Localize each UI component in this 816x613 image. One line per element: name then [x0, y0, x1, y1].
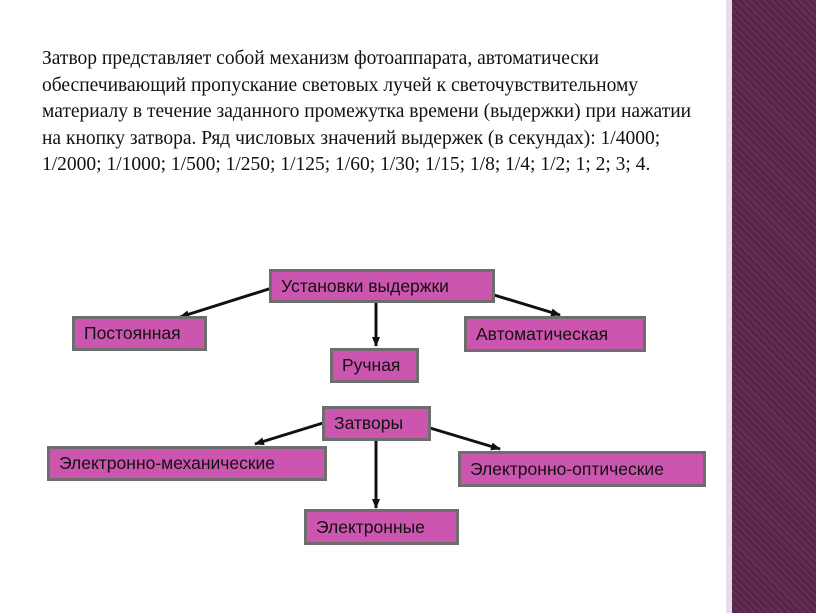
- arrow-zatvory-to-eo: [429, 426, 501, 451]
- arrow-root-to-postoyannaya: [179, 286, 273, 319]
- node-elektronno-mekhanicheskie: Электронно-механические: [47, 446, 327, 481]
- arrow-root-to-avtomaticheskaya: [493, 293, 561, 317]
- sidebar-stripe: [726, 0, 732, 613]
- node-ruchnaya: Ручная: [330, 348, 419, 383]
- sidebar-pattern: [732, 0, 816, 613]
- node-elektronnye: Электронные: [304, 509, 459, 545]
- arrow-zatvory-to-em: [254, 421, 324, 446]
- node-zatvory: Затворы: [322, 406, 431, 441]
- node-avtomaticheskaya: Автоматическая: [464, 316, 646, 352]
- slide-paragraph: Затвор представляет собой механизм фотоа…: [42, 48, 692, 175]
- decorative-sidebar: [726, 0, 816, 613]
- node-postoyannaya: Постоянная: [72, 316, 207, 351]
- node-ustanovki-vyderzhki: Установки выдержки: [269, 269, 495, 303]
- node-elektronno-opticheskie: Электронно-оптические: [458, 451, 706, 487]
